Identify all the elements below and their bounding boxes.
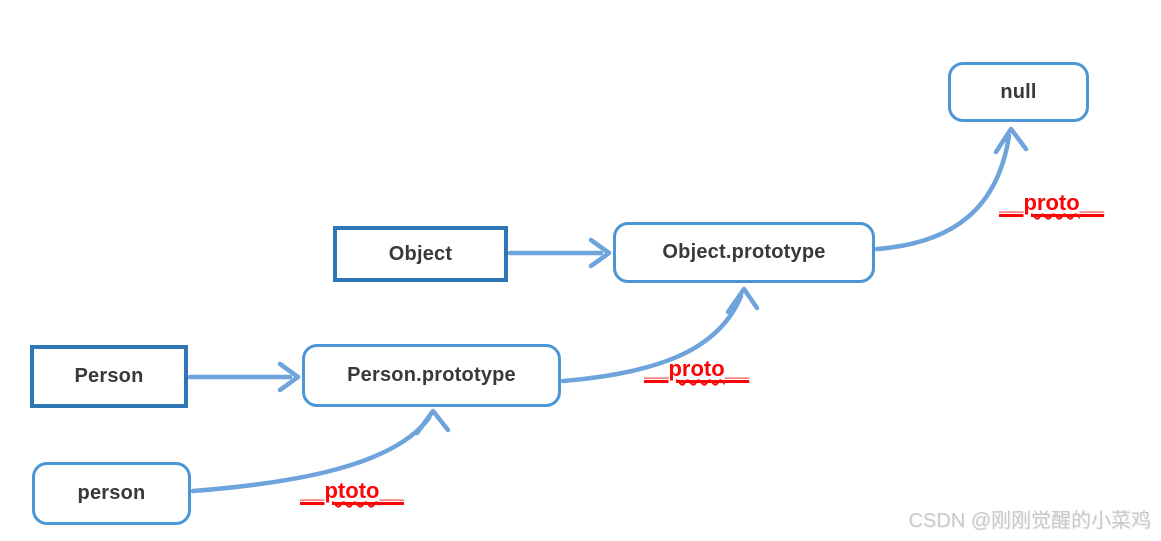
edge-label-proto-to-null: __proto__: [999, 190, 1104, 216]
label-word: ptoto: [324, 478, 380, 503]
label-underscore-suffix: __: [379, 478, 404, 503]
node-person-instance: person: [32, 462, 191, 525]
label-word: proto: [668, 356, 725, 381]
label-underscore-prefix: __: [644, 356, 669, 381]
label-underscore-suffix: __: [1079, 190, 1105, 215]
csdn-watermark: CSDN @刚刚觉醒的小菜鸡: [908, 510, 1151, 532]
node-object-prototype: Object.prototype: [613, 222, 875, 283]
node-object-constructor: Object: [333, 226, 508, 282]
node-null: null: [948, 62, 1089, 122]
label-underscore-prefix: __: [999, 190, 1024, 215]
label-underscore-suffix: __: [724, 356, 750, 381]
arrow-object-to-object-prototype: [507, 237, 612, 269]
label-underscore-prefix: __: [300, 478, 325, 503]
label-word: proto: [1023, 190, 1080, 215]
node-person-constructor: Person: [30, 345, 188, 408]
node-person-prototype: Person.prototype: [302, 344, 561, 407]
edge-label-proto-to-object-prototype: __proto__: [644, 356, 749, 382]
arrow-object-prototype-to-null: [874, 126, 1029, 252]
arrow-person-to-person-prototype: [187, 361, 301, 393]
edge-label-ptoto-to-person-prototype: __ptoto__: [300, 478, 404, 504]
